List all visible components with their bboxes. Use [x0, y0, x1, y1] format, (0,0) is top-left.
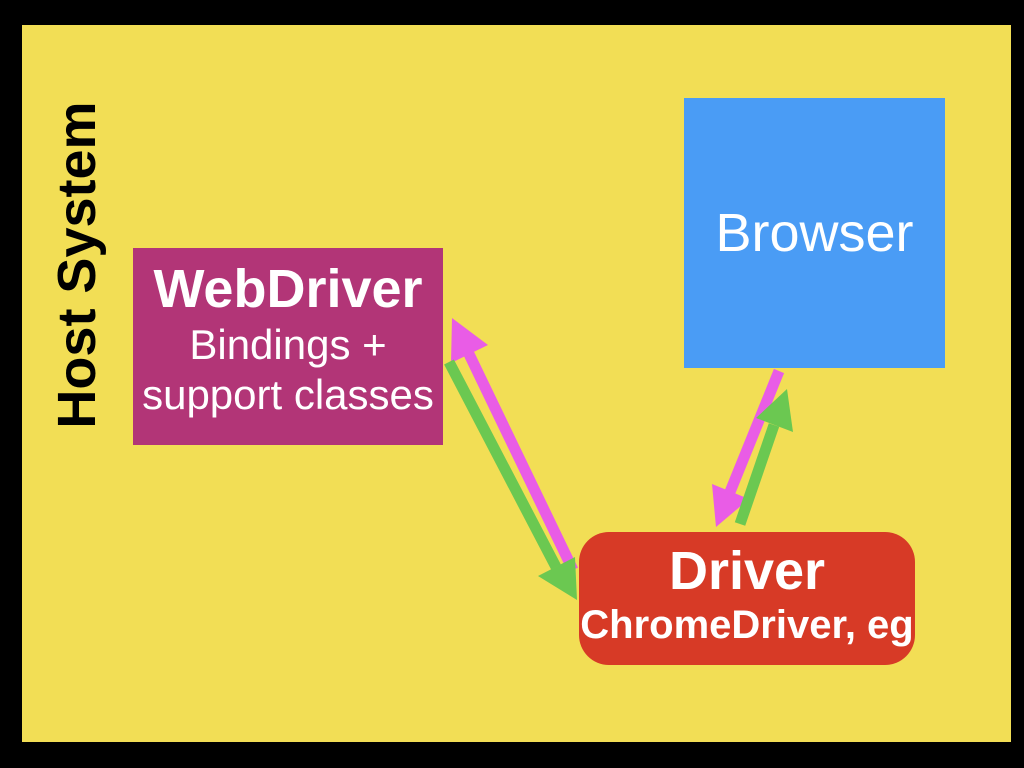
webdriver-subtitle-line2: support classes: [142, 371, 434, 418]
driver-subtitle: ChromeDriver, eg: [580, 603, 914, 647]
webdriver-node: WebDriver Bindings + support classes: [133, 248, 443, 445]
browser-title: Browser: [715, 203, 914, 263]
host-system-label: Host System: [47, 101, 107, 429]
webdriver-subtitle-line1: Bindings +: [189, 321, 387, 368]
webdriver-title: WebDriver: [153, 259, 423, 319]
driver-title: Driver: [668, 541, 826, 601]
driver-node: Driver ChromeDriver, eg: [579, 532, 915, 665]
browser-node: Browser: [684, 98, 945, 368]
